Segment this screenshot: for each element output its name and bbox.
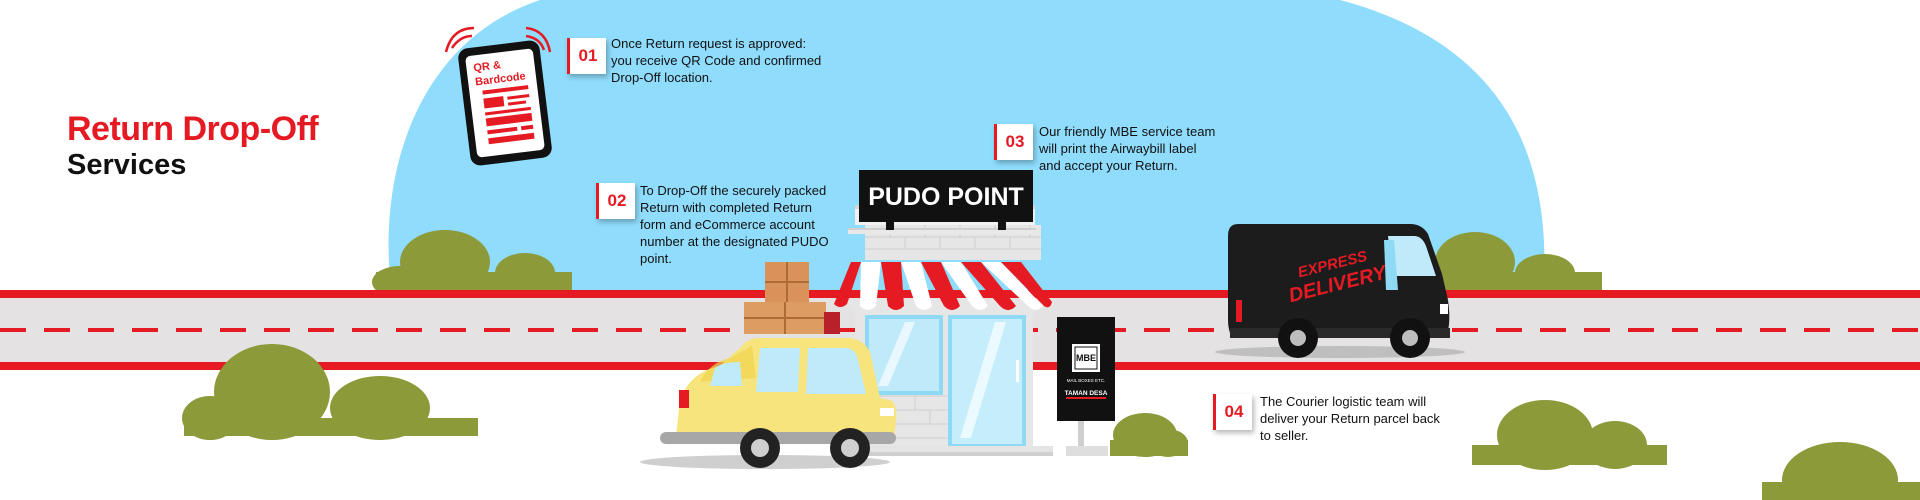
kiosk-logo: MBE xyxy=(1076,353,1096,363)
page-title: Return Drop-Off Services xyxy=(67,110,319,181)
step-line: form and eCommerce account xyxy=(640,217,815,232)
step-line: and accept your Return. xyxy=(1039,158,1178,173)
title-line1: Return Drop-Off xyxy=(67,110,319,148)
store-awning xyxy=(834,262,1052,310)
step-number: 04 xyxy=(1213,394,1252,430)
bush-right-lower xyxy=(1472,400,1667,470)
van-illustration xyxy=(1228,224,1450,358)
step-line: Return with completed Return xyxy=(640,200,812,215)
step-line: number at the designated PUDO xyxy=(640,234,829,249)
bush-center xyxy=(1110,413,1188,457)
road-edge-top xyxy=(0,290,1920,298)
kiosk-logo-sub: MAIL BOXES ETC. xyxy=(1067,378,1106,383)
kiosk-location: TAMAN DESA xyxy=(1065,390,1108,397)
car-illustration xyxy=(660,338,897,468)
step-line: point. xyxy=(640,251,672,266)
parcel-boxes xyxy=(744,262,840,334)
step-description: The Courier logistic team will deliver y… xyxy=(1260,393,1480,444)
bush-left-lower xyxy=(182,344,478,440)
step-number: 01 xyxy=(567,38,606,74)
kiosk-illustration xyxy=(1057,317,1115,456)
phone-illustration xyxy=(444,26,552,166)
step-line: Once Return request is approved: xyxy=(611,36,807,51)
phone-label-line1: QR & xyxy=(473,59,502,74)
step-line: to seller. xyxy=(1260,428,1309,443)
step-number: 03 xyxy=(994,124,1033,160)
store-sign-text: PUDO POINT xyxy=(868,183,1024,211)
step-line: The Courier logistic team will xyxy=(1260,394,1427,409)
step-description: To Drop-Off the securely packed Return w… xyxy=(640,182,860,267)
step-description: Our friendly MBE service team will print… xyxy=(1039,123,1259,174)
bush-corner xyxy=(1762,442,1920,500)
step-line: To Drop-Off the securely packed xyxy=(640,183,827,198)
step-number: 02 xyxy=(596,183,635,219)
step-line: Drop-Off location. xyxy=(611,70,713,85)
step-description: Once Return request is approved: you rec… xyxy=(611,35,851,86)
step-line: you receive QR Code and confirmed xyxy=(611,53,822,68)
step-line: will print the Airwaybill label xyxy=(1039,141,1197,156)
step-line: Our friendly MBE service team xyxy=(1039,124,1216,139)
title-line2: Services xyxy=(67,149,187,181)
step-line: deliver your Return parcel back xyxy=(1260,411,1440,426)
pudo-store-illustration xyxy=(834,170,1053,456)
sky-shape xyxy=(388,0,1545,296)
